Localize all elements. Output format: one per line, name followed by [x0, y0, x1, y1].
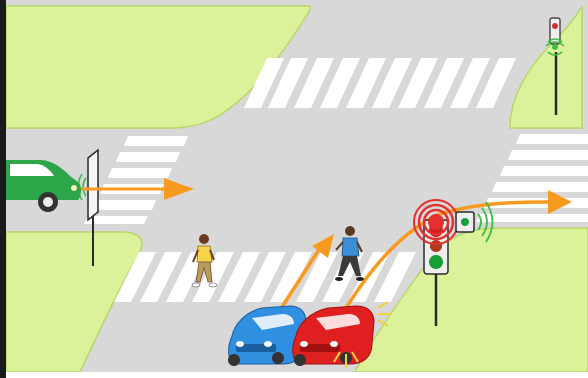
roadside-unit-icon: [88, 150, 98, 220]
frame-bottom: [6, 372, 588, 378]
pedestrian-icon: [345, 226, 355, 236]
pedestrian-icon: [199, 234, 209, 244]
frame-left: [0, 0, 6, 378]
